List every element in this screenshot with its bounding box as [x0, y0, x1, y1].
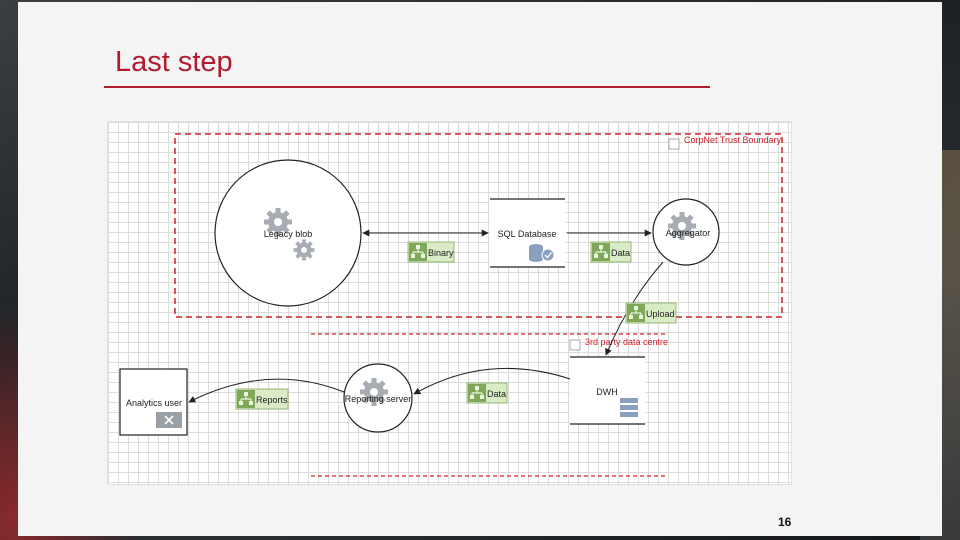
flow-label-upload[interactable]: Upload: [625, 302, 677, 324]
flow-icon: [236, 389, 256, 409]
database-icon: [529, 244, 555, 262]
page-number: 16: [778, 515, 792, 529]
flow-label-text: Upload: [646, 309, 675, 319]
server-icon: [620, 398, 638, 417]
threat-model-diagram: CorpNet Trust Boundary 3rd party data ce…: [119, 133, 783, 477]
process-label: Aggregator: [666, 228, 711, 238]
process-aggregator[interactable]: Aggregator: [652, 198, 720, 266]
flow-icon: [408, 242, 428, 262]
flow-label-text: Binary: [428, 248, 454, 258]
slide-title: Last step: [115, 46, 233, 78]
flow-label-data-dwh[interactable]: Data: [466, 382, 508, 404]
flow-label-data-sql[interactable]: Data: [590, 241, 632, 263]
flow-label-reports[interactable]: Reports: [235, 388, 289, 410]
flow-label-text: Data: [611, 248, 630, 258]
trust-boundary-icon: [668, 138, 680, 150]
thirdparty-boundary-label: 3rd party data centre: [585, 337, 668, 347]
flow-icon: [591, 242, 611, 262]
trust-boundary-label: CorpNet Trust Boundary: [684, 135, 782, 145]
store-sql-database[interactable]: SQL Database: [490, 198, 565, 268]
entity-label: Analytics user: [126, 398, 182, 408]
flow-icon: [467, 383, 487, 403]
title-underline: [104, 86, 710, 88]
thirdparty-boundary-icon: [569, 339, 581, 351]
process-reporting-server[interactable]: Reporting server: [343, 363, 413, 433]
process-label: Reporting server: [345, 394, 412, 404]
store-label: SQL Database: [498, 229, 557, 239]
diagram-canvas: CorpNet Trust Boundary 3rd party data ce…: [107, 121, 792, 485]
flow-data-dwh-reporting-line[interactable]: [413, 367, 571, 395]
flow-label-binary[interactable]: Binary: [407, 241, 455, 263]
store-label: DWH: [596, 387, 618, 397]
gear-icon: [293, 239, 315, 261]
process-label: Legacy blob: [264, 229, 313, 239]
flow-label-text: Data: [487, 389, 506, 399]
entity-analytics-user[interactable]: Analytics user: [119, 368, 188, 436]
trust-boundary[interactable]: [174, 133, 783, 318]
user-icon: [156, 412, 182, 428]
store-dwh[interactable]: DWH: [570, 356, 645, 425]
flow-icon: [626, 303, 646, 323]
flow-reports-line[interactable]: [188, 378, 345, 403]
flow-label-text: Reports: [256, 395, 288, 405]
process-legacy-blob[interactable]: Legacy blob: [214, 159, 362, 307]
